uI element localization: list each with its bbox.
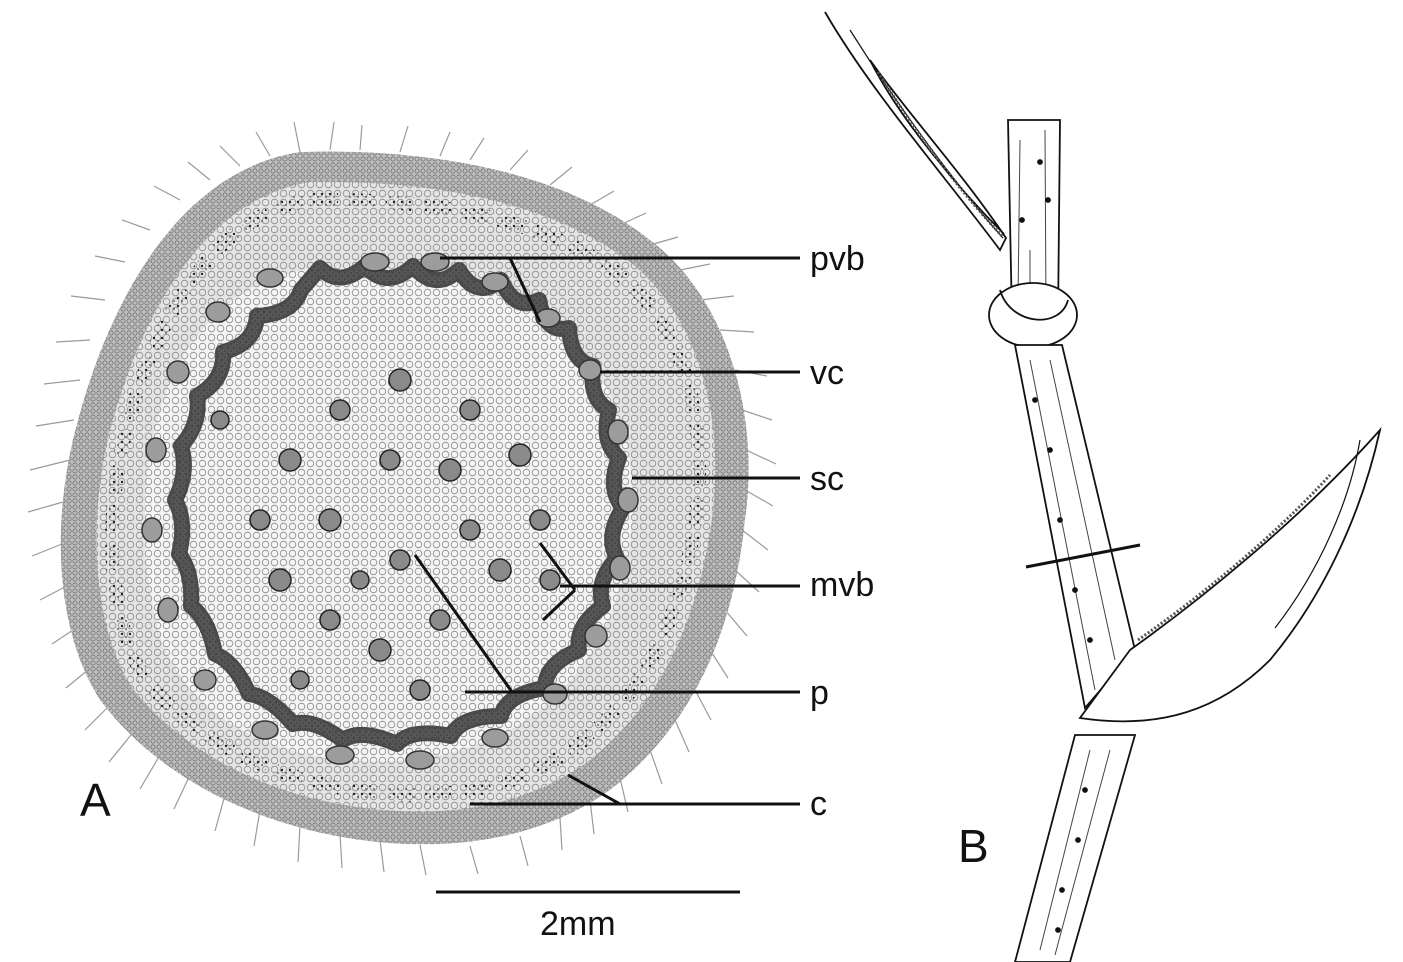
scale-bar-label: 2mm bbox=[540, 905, 616, 943]
lower-culm bbox=[1015, 735, 1135, 962]
label-p: p bbox=[810, 674, 829, 712]
panel-label-a: A bbox=[80, 774, 111, 826]
label-c: c bbox=[810, 785, 827, 823]
label-pvb: pvb bbox=[810, 240, 865, 278]
cross-section-panel: pvb vc sc mvb p c 2mm A bbox=[28, 122, 874, 943]
panel-label-b: B bbox=[958, 820, 989, 872]
label-sc: sc bbox=[810, 460, 844, 498]
lower-leaf bbox=[1080, 430, 1380, 721]
node-collar bbox=[989, 283, 1077, 347]
stem-node-panel: B bbox=[825, 12, 1380, 962]
label-vc: vc bbox=[810, 354, 844, 392]
label-mvb: mvb bbox=[810, 566, 874, 604]
